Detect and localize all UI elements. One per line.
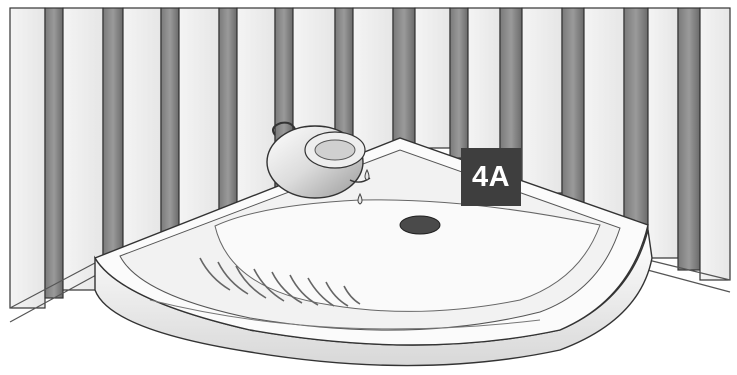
step-label: 4A (461, 148, 521, 206)
drain (400, 216, 440, 234)
